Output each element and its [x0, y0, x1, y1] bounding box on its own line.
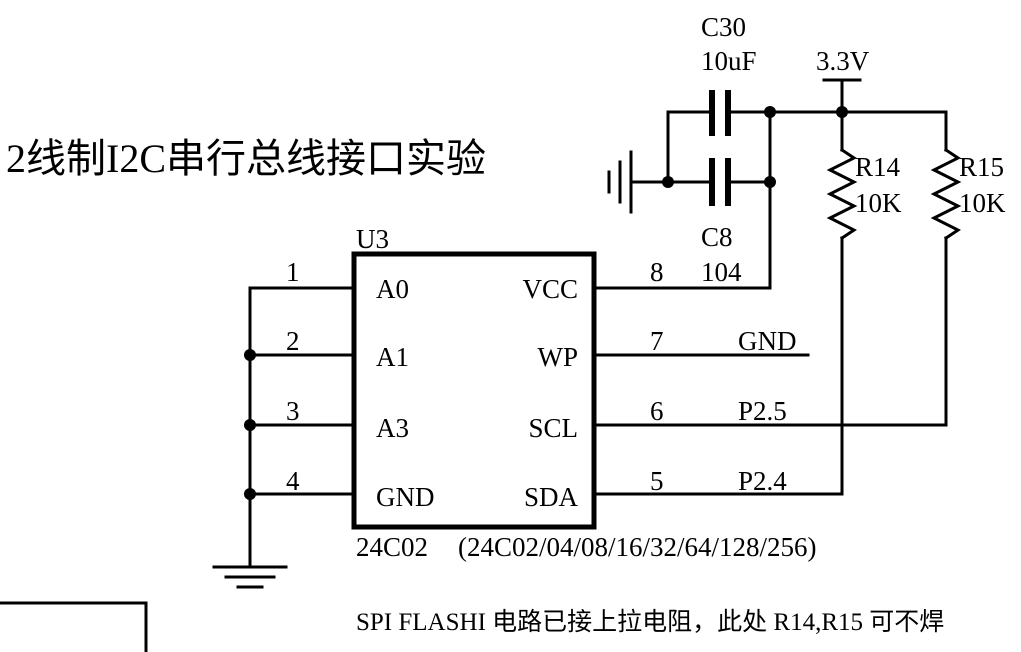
pin-name-sda: SDA	[524, 482, 579, 512]
junction-gnd	[244, 488, 256, 500]
capacitor-c30	[709, 90, 731, 136]
pin-name-scl: SCL	[528, 413, 578, 443]
c8-ref: C8	[701, 222, 733, 252]
ground-symbol-bottom	[212, 565, 288, 589]
pin-num-4: 4	[286, 466, 300, 496]
pin-num-2: 2	[286, 326, 300, 356]
partial-box-outline	[0, 601, 148, 652]
r15-value: 10K	[959, 188, 1006, 218]
resistor-r15	[930, 110, 962, 427]
r14-value: 10K	[855, 188, 902, 218]
supply-label: 3.3V	[816, 46, 870, 76]
c30-ref: C30	[701, 12, 746, 42]
c8-value: 104	[701, 257, 742, 287]
resistor-r14	[826, 110, 858, 496]
pin-name-gnd: GND	[376, 482, 435, 512]
net-label-p24: P2.4	[738, 466, 787, 496]
chip-part: 24C02	[356, 532, 428, 562]
junction-a3	[244, 419, 256, 431]
supply-3v3-symbol	[822, 78, 862, 114]
left-pin-wires	[248, 286, 356, 568]
chip-body	[351, 251, 597, 530]
pin-name-a1: A1	[376, 342, 409, 372]
junction-gnd-caps	[662, 176, 674, 188]
junction-rail-c30	[764, 106, 776, 118]
right-pin-wires	[592, 110, 948, 496]
footnote-text: SPI FLASHI 电路已接上拉电阻，此处 R14,R15 可不焊	[356, 608, 944, 636]
ground-symbol-caps	[607, 150, 633, 214]
pin-num-5: 5	[650, 466, 664, 496]
pin-num-7: 7	[650, 326, 664, 356]
pin-num-1: 1	[286, 257, 300, 287]
chip-variants: (24C02/04/08/16/32/64/128/256)	[458, 532, 817, 562]
junction-a1	[244, 349, 256, 361]
chip-ref: U3	[356, 224, 389, 254]
pin-name-wp: WP	[538, 342, 579, 372]
net-label-p25: P2.5	[738, 396, 787, 426]
pin-name-vcc: VCC	[522, 274, 578, 304]
diagram-title: 2线制I2C串行总线接口实验	[6, 136, 486, 181]
pin-num-6: 6	[650, 396, 664, 426]
r14-ref: R14	[855, 152, 901, 182]
pin-name-a0: A0	[376, 274, 409, 304]
r15-ref: R15	[959, 152, 1004, 182]
pin-num-3: 3	[286, 396, 300, 426]
capacitor-c8	[709, 158, 731, 206]
net-label-gnd: GND	[738, 326, 797, 356]
pin-name-a3: A3	[376, 413, 409, 443]
c30-value: 10uF	[701, 46, 757, 76]
pin-num-8: 8	[650, 257, 664, 287]
junction-vcc-c8	[764, 176, 776, 188]
